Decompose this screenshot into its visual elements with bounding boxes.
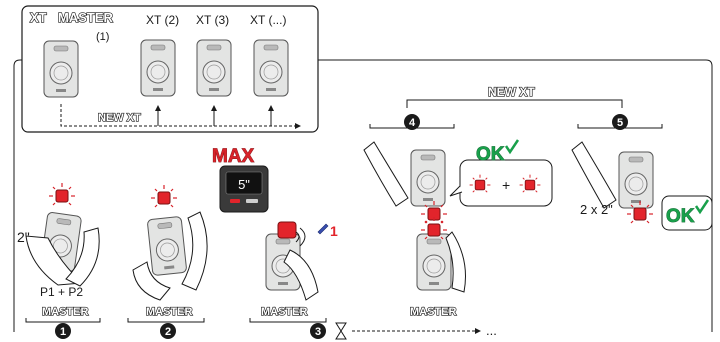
step3-caption: MASTER — [261, 306, 308, 318]
max-label: MAX — [212, 146, 255, 167]
step4-caption: MASTER — [410, 306, 457, 318]
max-timer: MAX 5" — [212, 146, 269, 213]
step3-number: 3 — [315, 326, 321, 338]
step-2: MASTER 2 — [127, 184, 208, 339]
step1-caption: MASTER — [42, 306, 89, 318]
step-5: 5 2 x 2" OK — [571, 114, 713, 231]
header-flow-arrows — [60, 104, 301, 129]
step3-hand — [283, 249, 319, 301]
step4-plus: + — [502, 177, 510, 193]
step4-number: 4 — [409, 117, 416, 129]
outer-frame — [13, 59, 713, 332]
step3-number-badge — [310, 323, 326, 339]
step2-right-hand — [181, 211, 208, 291]
step-1: 2" P1 + P2 MASTER 1 — [17, 182, 101, 339]
step4-lower-hand — [445, 231, 466, 293]
step5-number: 5 — [617, 117, 623, 129]
xt-remote-2 — [140, 39, 176, 97]
step1-number-badge — [55, 323, 71, 339]
hourglass-icon — [335, 322, 347, 340]
step5-remote — [618, 151, 654, 209]
xt-label: XT — [30, 10, 47, 25]
step2-number-badge — [160, 323, 176, 339]
step3-trail: ... — [486, 323, 497, 338]
remote-label-3: XT (3) — [196, 13, 229, 27]
step2-led — [150, 184, 178, 208]
master-note: (1) — [96, 31, 109, 43]
step-3: 1 MASTER 3 ... — [249, 221, 497, 340]
step1-buttons: P1 + P2 — [40, 285, 83, 299]
step4-ok: OK — [476, 144, 505, 165]
step1-press-time: 2" — [17, 229, 30, 245]
step5-number-badge — [612, 114, 628, 130]
xt-remote-n — [253, 39, 289, 97]
step5-callout — [661, 195, 713, 231]
new-xt-bracket — [406, 99, 623, 108]
step4-new-remote — [410, 149, 446, 207]
step1-led — [48, 182, 76, 206]
timer-screen — [225, 171, 263, 195]
master-remote — [43, 40, 79, 98]
step1-number: 1 — [60, 326, 66, 338]
step3-signal-waves — [295, 227, 306, 247]
step4-number-badge — [404, 114, 420, 130]
step2-number: 2 — [165, 326, 171, 338]
xt-remote-3 — [196, 39, 232, 97]
step2-remote — [146, 215, 188, 277]
step5-check-icon — [694, 199, 710, 215]
step5-ok: OK — [666, 206, 695, 227]
step3-red-key — [277, 221, 297, 239]
timer-display: 5" — [238, 177, 250, 192]
step2-left-hand — [132, 261, 171, 301]
master-label: MASTER — [58, 10, 114, 25]
remote-label-n: XT (...) — [250, 13, 286, 27]
step4-callout — [459, 159, 553, 207]
step1-right-hand — [65, 227, 100, 287]
new-xt-header-label: NEW XT — [98, 112, 141, 124]
step3-signal-icon — [317, 223, 329, 235]
step3-signal-label: 1 — [330, 223, 338, 239]
new-xt-bracket-label: NEW XT — [488, 85, 535, 99]
step2-caption: MASTER — [146, 306, 193, 318]
step4-check-icon — [504, 139, 520, 155]
step5-times: 2 x 2" — [580, 202, 613, 217]
step4-master-remote — [416, 233, 452, 291]
step5-hand — [571, 141, 617, 209]
step4-upper-hand — [363, 141, 409, 207]
remote-label-2: XT (2) — [146, 13, 179, 27]
step-4: 4 MASTER OK + — [363, 114, 553, 319]
